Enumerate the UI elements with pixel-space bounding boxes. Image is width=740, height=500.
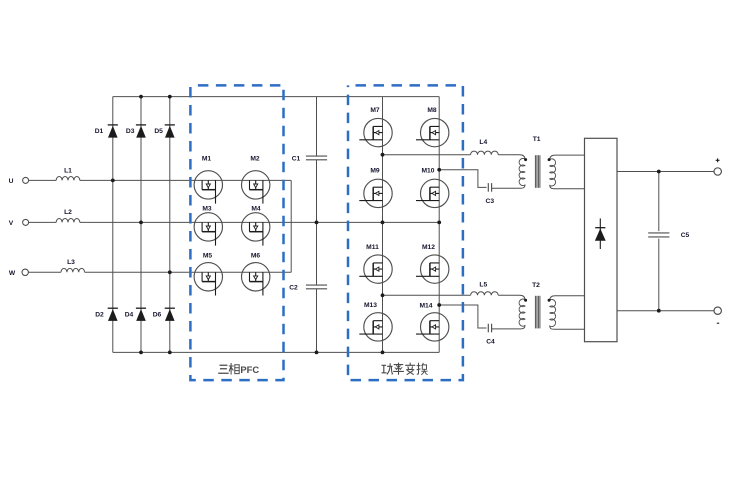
svg-text:C5: C5: [681, 232, 690, 239]
svg-text:T2: T2: [532, 282, 540, 289]
svg-text:M5: M5: [203, 253, 213, 260]
svg-text:M10: M10: [421, 167, 434, 174]
svg-text:M7: M7: [370, 107, 380, 114]
svg-text:W: W: [9, 270, 16, 277]
svg-text:L1: L1: [64, 168, 72, 175]
svg-text:C4: C4: [486, 338, 495, 345]
svg-text:M11: M11: [366, 244, 379, 251]
svg-text:M9: M9: [370, 167, 380, 174]
svg-text:M3: M3: [202, 205, 212, 212]
svg-text:D1: D1: [95, 128, 104, 135]
svg-text:T1: T1: [533, 136, 541, 143]
svg-text:D6: D6: [153, 311, 162, 318]
svg-text:M14: M14: [419, 303, 432, 310]
svg-text:M12: M12: [422, 244, 435, 251]
svg-text:M6: M6: [251, 253, 261, 260]
svg-text:M4: M4: [251, 205, 261, 212]
svg-text:V: V: [9, 220, 14, 227]
svg-text:M1: M1: [202, 156, 212, 163]
svg-text:L3: L3: [67, 259, 75, 266]
svg-text:D2: D2: [95, 311, 104, 318]
svg-text:U: U: [9, 178, 14, 185]
svg-text:C3: C3: [486, 198, 495, 205]
svg-text:M13: M13: [364, 302, 377, 309]
svg-text:M8: M8: [427, 107, 437, 114]
svg-text:D4: D4: [125, 311, 134, 318]
svg-text:L4: L4: [479, 139, 487, 146]
svg-text:D5: D5: [154, 128, 163, 135]
svg-text:C1: C1: [292, 155, 301, 162]
svg-text:L2: L2: [64, 209, 72, 216]
svg-text:C2: C2: [289, 285, 298, 292]
svg-text:L5: L5: [479, 281, 487, 288]
svg-text:M2: M2: [250, 156, 260, 163]
svg-text:PFC: PFC: [240, 364, 259, 375]
svg-text:D3: D3: [126, 128, 135, 135]
